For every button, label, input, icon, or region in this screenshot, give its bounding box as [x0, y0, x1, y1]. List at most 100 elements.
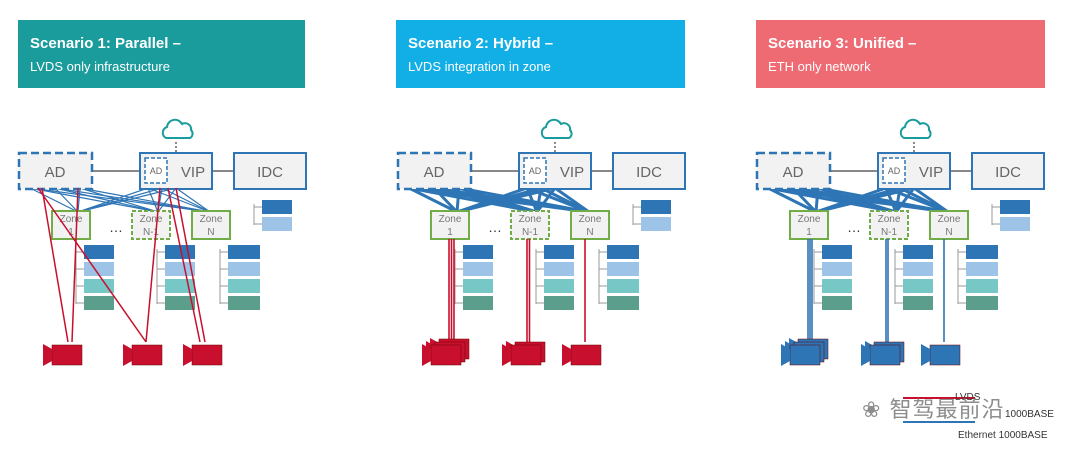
camera-lens [781, 344, 790, 366]
network-link [535, 187, 557, 213]
scenario-subtitle-2: LVDS integration in zone [408, 59, 551, 74]
storage-block [463, 279, 493, 293]
network-link [29, 187, 159, 213]
zone-number: N [586, 227, 593, 238]
camera-body [929, 344, 961, 366]
network-link [29, 187, 79, 213]
ad-node [396, 151, 473, 191]
network-link [54, 187, 79, 213]
storage-block [641, 200, 671, 214]
camera-body [789, 344, 821, 366]
camera-body [570, 344, 602, 366]
lvds-link [145, 187, 161, 343]
camera-body [510, 344, 542, 366]
camera-body [131, 344, 163, 366]
storage-block [544, 245, 574, 259]
network-link [79, 187, 211, 213]
storage-block [641, 217, 671, 231]
storage-block [607, 296, 639, 310]
ad-label: AD [783, 164, 804, 181]
zone-number: N [945, 227, 952, 238]
network-link [77, 187, 149, 213]
zone-label: Zone [200, 214, 223, 225]
zone-node-2 [510, 210, 550, 240]
storage-block [822, 296, 852, 310]
zone-ellipsis: … [847, 219, 861, 235]
storage-block [607, 279, 639, 293]
vip-label: VIP [919, 164, 943, 181]
network-link [455, 187, 461, 213]
storage-block [228, 262, 260, 276]
lvds-link [175, 187, 206, 343]
storage-block [262, 200, 292, 214]
network-link [815, 186, 915, 214]
zone-node-3 [929, 210, 969, 240]
network-link [458, 186, 590, 214]
vip-ad-subnode [523, 157, 547, 184]
network-link [767, 186, 817, 214]
wechat-icon: ❀ [862, 398, 882, 423]
zone-node-3 [570, 210, 610, 240]
zone-number: N-1 [881, 227, 898, 238]
camera-lens [502, 344, 511, 366]
network-link [54, 187, 159, 213]
camera-body [51, 344, 83, 366]
storage-block [966, 262, 998, 276]
network-link [161, 187, 211, 213]
storage-block [822, 279, 852, 293]
vip-ad-label: AD [150, 166, 163, 176]
vip-label: VIP [560, 164, 584, 181]
zone-label: Zone [439, 214, 462, 225]
camera-body [869, 344, 901, 366]
storage-block [544, 279, 574, 293]
zone-number: 1 [68, 227, 74, 238]
network-link [456, 186, 556, 214]
scenario-title-1: Scenario 1: Parallel – [30, 35, 181, 52]
vip-label: VIP [181, 164, 205, 181]
camera-lens [921, 344, 930, 366]
camera-lens [422, 344, 431, 366]
storage-block [822, 245, 852, 259]
camera-lens [562, 344, 571, 366]
zone-number: N [207, 227, 214, 238]
network-link [157, 187, 177, 213]
network-link [554, 186, 590, 214]
lvds-link [41, 187, 69, 343]
zone-label: Zone [519, 214, 542, 225]
storage-block [463, 245, 493, 259]
camera-body [191, 344, 223, 366]
scenario-title-3: Scenario 3: Unified – [768, 35, 917, 52]
lvds-link [71, 187, 79, 343]
vip-ad-subnode [144, 157, 168, 184]
storage-block [903, 296, 933, 310]
storage-block [607, 245, 639, 259]
storage-block [544, 296, 574, 310]
ad-node [17, 151, 94, 191]
zone-label: Zone [878, 214, 901, 225]
zone-node-1 [789, 210, 829, 240]
lvds-link [37, 187, 147, 343]
zone-label: Zone [938, 214, 961, 225]
scenario-header-1: Scenario 1: Parallel – LVDS only infrast… [18, 20, 305, 88]
camera-lens [861, 344, 870, 366]
storage-block [463, 262, 493, 276]
storage-block [1000, 200, 1030, 214]
storage-block [228, 279, 260, 293]
storage-block [165, 279, 195, 293]
scenario-header-3: Scenario 3: Unified – ETH only network [756, 20, 1045, 88]
zone-ellipsis: … [488, 219, 502, 235]
network-link [432, 186, 459, 214]
ad-node [755, 151, 832, 191]
ad-label: AD [45, 164, 66, 181]
cloud-icon [899, 118, 932, 139]
storage-block [84, 296, 114, 310]
storage-block [822, 262, 852, 276]
vip-ad-label: AD [529, 166, 542, 176]
storage-block [84, 279, 114, 293]
storage-block [228, 296, 260, 310]
scenario-header-2: Scenario 2: Hybrid – LVDS integration in… [396, 20, 685, 88]
